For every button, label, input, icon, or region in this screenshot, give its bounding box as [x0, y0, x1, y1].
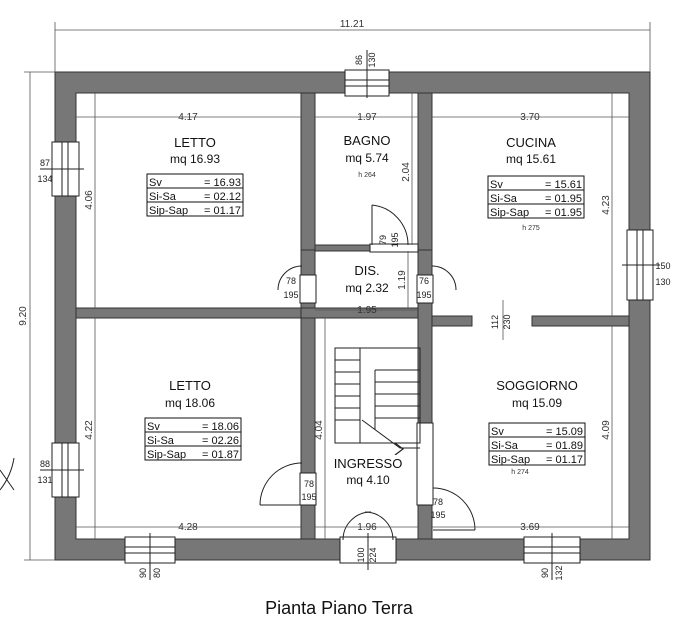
outer-walls — [54, 71, 651, 561]
room-name: LETTO — [174, 135, 216, 150]
door-dis-l-a: 78 — [286, 276, 296, 286]
svg-text:Si-Sa: Si-Sa — [147, 435, 175, 447]
win-left1-a: 87 — [40, 158, 50, 168]
win-top-a: 86 — [354, 55, 364, 65]
room-name: INGRESSO — [334, 456, 403, 471]
door-ing-r-b: 195 — [430, 510, 445, 520]
svg-text:Si-Sa: Si-Sa — [149, 191, 177, 203]
room-height: h 264 — [358, 172, 376, 179]
win-left1-b: 134 — [37, 174, 52, 184]
win-left2-a: 88 — [40, 459, 50, 469]
svg-text:= 16.93: = 16.93 — [204, 177, 241, 189]
open-mid-b: 230 — [502, 314, 512, 329]
door-ent-b: 224 — [368, 547, 378, 562]
dim-dis-height: 1.19 — [397, 270, 408, 290]
dim-ingresso-height: 4.04 — [314, 420, 325, 440]
win-left2-b: 131 — [37, 475, 52, 485]
room-area: mq 16.93 — [170, 152, 220, 166]
svg-text:Sv: Sv — [490, 179, 503, 191]
door-ing-l-a: 78 — [304, 479, 314, 489]
door-ing-r-a: 78 — [433, 497, 443, 507]
svg-text:Sip-Sap: Sip-Sap — [491, 454, 530, 466]
svg-text:= 01.95: = 01.95 — [545, 207, 582, 219]
room-area: mq 4.10 — [346, 473, 390, 487]
dim-soggiorno-width: 3.69 — [520, 522, 540, 533]
dim-bagno-width: 1.97 — [357, 112, 377, 123]
door-bagno-b: 195 — [390, 232, 400, 247]
svg-text:= 01.87: = 01.87 — [202, 449, 239, 461]
room-name: CUCINA — [506, 135, 556, 150]
room-bagno: BAGNO mq 5.74 h 264 — [344, 133, 391, 179]
room-area: mq 5.74 — [345, 151, 389, 165]
svg-text:Sip-Sap: Sip-Sap — [147, 449, 186, 461]
room-height: h 274 — [511, 469, 529, 476]
staircase — [334, 347, 421, 456]
room-name: BAGNO — [344, 133, 391, 148]
door-ing-l-b: 195 — [301, 492, 316, 502]
win-bot1-a: 90 — [138, 568, 148, 578]
dim-dis-width: 1.95 — [357, 305, 377, 316]
win-top-b: 130 — [367, 52, 377, 67]
door-dis-r-a: 76 — [419, 276, 429, 286]
win-bot2-a: 90 — [540, 568, 550, 578]
room-area: mq 15.61 — [506, 152, 556, 166]
room-area: mq 2.32 — [345, 281, 389, 295]
room-area: mq 18.06 — [165, 396, 215, 410]
dimension-labels: 11.21 9.20 4.17 1.97 3.70 4.06 2.04 4.23… — [18, 19, 612, 533]
room-height: h 275 — [522, 225, 540, 232]
dim-cucina-height: 4.23 — [601, 195, 612, 215]
svg-text:Sv: Sv — [491, 426, 504, 438]
win-bot2-b: 132 — [554, 565, 564, 580]
svg-text:= 02.12: = 02.12 — [204, 191, 241, 203]
room-soggiorno: SOGGIORNO mq 15.09 Sv = 15.09 Si-Sa = 01… — [488, 378, 586, 476]
dim-letto2-height: 4.22 — [84, 420, 95, 440]
svg-text:= 18.06: = 18.06 — [202, 421, 239, 433]
room-name: DIS. — [354, 263, 379, 278]
room-cucina: CUCINA mq 15.61 Sv = 15.61 Si-Sa = 01.95… — [487, 135, 585, 232]
svg-text:Si-Sa: Si-Sa — [490, 193, 518, 205]
plan-caption: Pianta Piano Terra — [265, 598, 413, 618]
svg-text:= 01.89: = 01.89 — [546, 440, 583, 452]
svg-text:Sv: Sv — [149, 177, 162, 189]
dim-letto1-width: 4.17 — [178, 112, 198, 123]
win-right-a: 150 — [655, 261, 670, 271]
room-ingresso: INGRESSO mq 4.10 — [328, 455, 408, 487]
svg-text:= 15.61: = 15.61 — [545, 179, 582, 191]
dim-soggiorno-height: 4.09 — [601, 420, 612, 440]
svg-text:= 01.95: = 01.95 — [545, 193, 582, 205]
door-bagno-a: 79 — [378, 235, 388, 245]
room-name: LETTO — [169, 378, 211, 393]
svg-text:Sv: Sv — [147, 421, 160, 433]
room-letto1: LETTO mq 16.93 Sv = 16.93 Si-Sa = 02.12 … — [146, 135, 244, 217]
opening-marks — [40, 50, 660, 580]
win-bot1-b: 80 — [152, 568, 162, 578]
dimension-lines — [24, 22, 651, 561]
opening-labels: 86 130 87 134 88 131 150 130 90 80 90 13… — [37, 52, 670, 580]
dim-total-height: 9.20 — [18, 306, 29, 326]
dim-letto2-width: 4.28 — [178, 522, 198, 533]
door-dis-l-b: 195 — [283, 290, 298, 300]
dim-bagno-height: 2.04 — [401, 162, 412, 182]
open-mid-a: 112 — [490, 315, 500, 329]
svg-text:= 01.17: = 01.17 — [204, 205, 241, 217]
svg-text:= 15.09: = 15.09 — [546, 426, 583, 438]
dim-total-width: 11.21 — [340, 19, 365, 30]
door-ent-a: 100 — [356, 547, 366, 562]
svg-text:Sip-Sap: Sip-Sap — [149, 205, 188, 217]
room-name: SOGGIORNO — [496, 378, 578, 393]
room-area: mq 15.09 — [512, 396, 562, 410]
room-letto2: LETTO mq 18.06 Sv = 18.06 Si-Sa = 02.26 … — [144, 378, 242, 461]
svg-text:Si-Sa: Si-Sa — [491, 440, 519, 452]
dim-letto1-height: 4.06 — [84, 190, 95, 210]
win-right-b: 130 — [655, 277, 670, 287]
svg-text:= 02.26: = 02.26 — [202, 435, 239, 447]
dim-cucina-width: 3.70 — [520, 112, 540, 123]
dim-ingresso-width: 1.96 — [357, 522, 377, 533]
svg-text:Sip-Sap: Sip-Sap — [490, 207, 529, 219]
door-dis-r-b: 195 — [416, 290, 431, 300]
room-dis: DIS. mq 2.32 — [345, 263, 389, 295]
svg-text:= 01.17: = 01.17 — [546, 454, 583, 466]
